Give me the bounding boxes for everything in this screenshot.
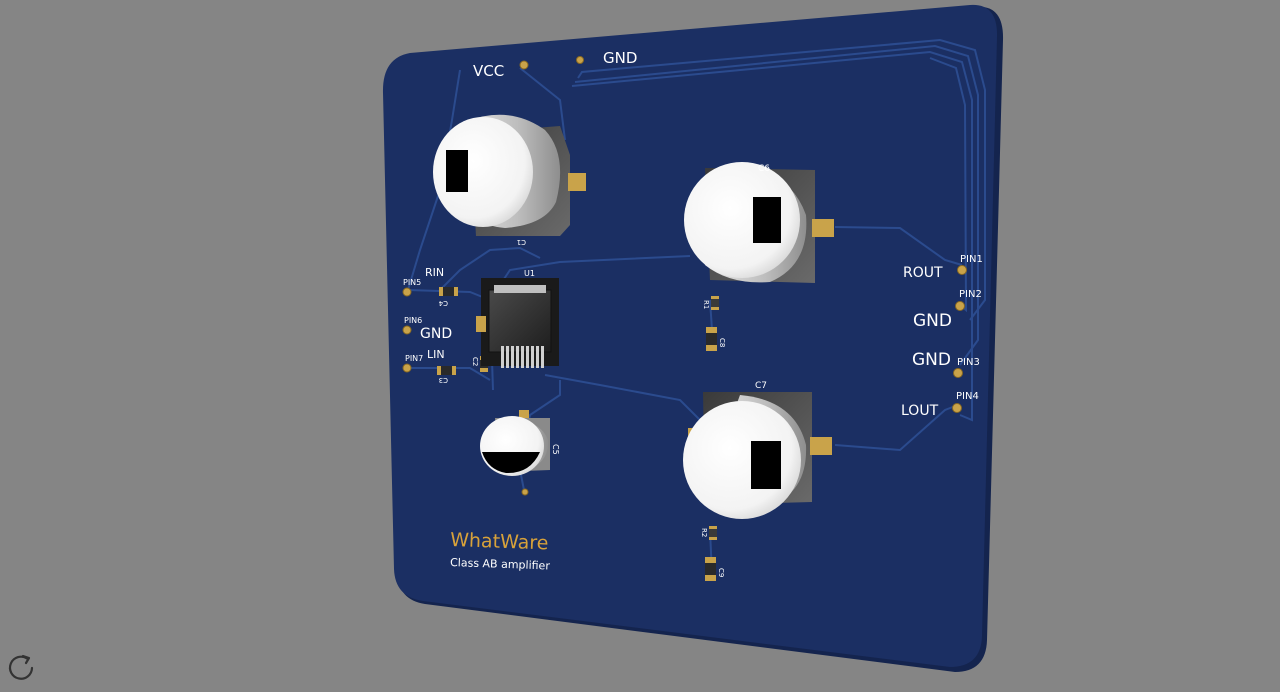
pin4-label: PIN4 (956, 391, 979, 402)
board-subtitle: Class AB amplifier (450, 556, 551, 572)
r1-designator: R1 (702, 300, 710, 309)
c6-designator: C6 (758, 164, 770, 174)
smd-r1[interactable] (711, 296, 719, 310)
pin3-label: PIN3 (957, 357, 980, 368)
lout-label: LOUT (901, 403, 939, 419)
smd-c4[interactable] (439, 287, 458, 296)
c9-designator: C9 (717, 568, 725, 577)
u1-ic[interactable] (476, 278, 559, 368)
pin1-label: PIN1 (960, 254, 983, 265)
c2-designator: C2 (471, 357, 479, 366)
pin5-label: PIN5 (403, 278, 421, 287)
rotate-view-icon (8, 654, 34, 680)
smd-c3[interactable] (437, 366, 456, 375)
rin-label: RIN (425, 266, 444, 279)
gnd-out-label-b: GND (912, 350, 951, 370)
smd-c9[interactable] (705, 557, 716, 581)
rout-label: ROUT (903, 265, 943, 281)
u1-designator: U1 (524, 269, 535, 278)
capacitor-c6[interactable] (684, 162, 834, 283)
c7-designator: C7 (755, 381, 767, 391)
pin2-label: PIN2 (959, 289, 982, 300)
lin-label: LIN (427, 348, 445, 361)
reset-view-button[interactable] (4, 650, 40, 686)
smd-r2[interactable] (709, 526, 717, 540)
brand-logo-text: WhatWare (450, 529, 549, 554)
gnd-power-label: GND (603, 49, 637, 67)
pin7-label: PIN7 (405, 354, 423, 363)
connector-pads (402, 56, 967, 496)
pin6-label: PIN6 (404, 316, 422, 325)
vcc-label: VCC (473, 62, 504, 80)
c8-designator: C8 (718, 338, 726, 347)
capacitor-c1[interactable] (433, 114, 586, 236)
c3-designator: C3 (439, 376, 448, 384)
gnd-in-label: GND (420, 326, 452, 342)
c5-designator: C5 (551, 444, 560, 455)
c1-designator: C1 (517, 238, 526, 246)
r2-designator: R2 (700, 528, 708, 537)
capacitor-c5[interactable] (480, 410, 550, 476)
c4-designator: C4 (438, 299, 448, 307)
gnd-out-label-a: GND (913, 311, 952, 331)
capacitor-c7[interactable] (683, 392, 832, 519)
smd-c8[interactable] (706, 327, 717, 351)
